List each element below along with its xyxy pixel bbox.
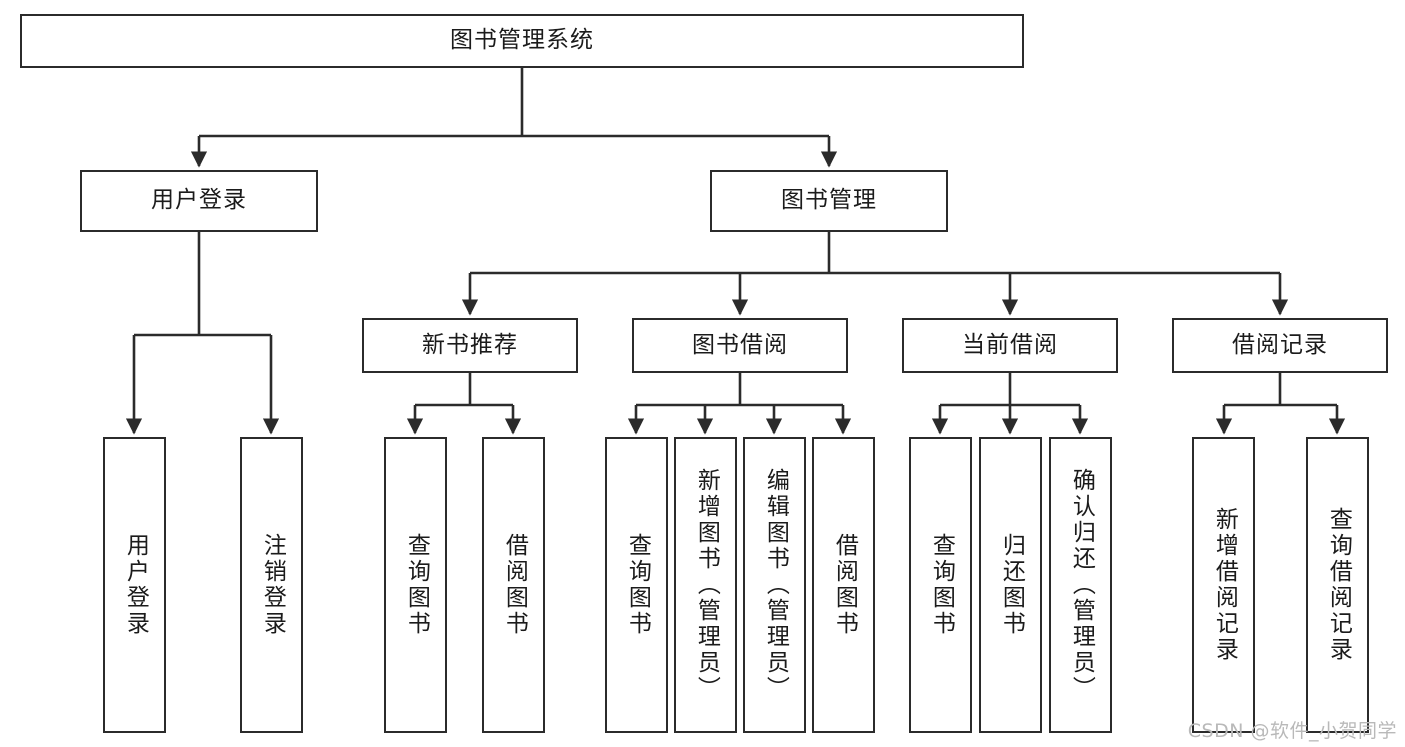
csdn-watermark: CSDN @软件_小贺同学 [1187,720,1397,742]
node-label: 用户登录 [151,187,247,214]
node-label: 图书管理 [781,187,877,214]
node-label: 借阅图书 [501,533,528,637]
leaf-book-borrow-add-book-admin[interactable]: 新增图书（管理员） [674,437,737,733]
node-label: 确认归还（管理员） [1068,468,1095,702]
leaf-borrow-record-query-record[interactable]: 查询借阅记录 [1306,437,1369,733]
node-book-borrow[interactable]: 图书借阅 [632,318,848,373]
leaf-new-book-query-book[interactable]: 查询图书 [384,437,447,733]
leaf-book-borrow-edit-book-admin[interactable]: 编辑图书（管理员） [743,437,806,733]
node-root-book-management-system[interactable]: 图书管理系统 [20,14,1024,68]
node-label: 查询图书 [928,533,955,637]
node-label: 查询借阅记录 [1325,507,1352,663]
node-label: 新增借阅记录 [1211,507,1238,663]
node-new-book-recommend[interactable]: 新书推荐 [362,318,578,373]
node-label: 用户登录 [122,533,149,637]
node-book-management[interactable]: 图书管理 [710,170,948,232]
leaf-current-borrow-query-book[interactable]: 查询图书 [909,437,972,733]
node-label: 新书推荐 [422,331,518,358]
node-label: 借阅图书 [831,533,858,637]
leaf-book-borrow-borrow-book[interactable]: 借阅图书 [812,437,875,733]
node-label: 编辑图书（管理员） [762,468,789,702]
leaf-current-borrow-return-book[interactable]: 归还图书 [979,437,1042,733]
leaf-book-borrow-query-book[interactable]: 查询图书 [605,437,668,733]
leaf-current-borrow-confirm-return-admin[interactable]: 确认归还（管理员） [1049,437,1112,733]
node-label: 归还图书 [998,533,1025,637]
node-label: 图书借阅 [692,331,788,358]
node-label: 查询图书 [403,533,430,637]
node-label: 图书管理系统 [450,27,594,54]
node-label: 查询图书 [624,533,651,637]
node-label: 新增图书（管理员） [693,468,720,702]
leaf-borrow-record-add-record[interactable]: 新增借阅记录 [1192,437,1255,733]
node-borrow-record[interactable]: 借阅记录 [1172,318,1388,373]
node-label: 当前借阅 [962,331,1058,358]
leaf-user-login-logout[interactable]: 注销登录 [240,437,303,733]
leaf-new-book-borrow-book[interactable]: 借阅图书 [482,437,545,733]
node-label: 注销登录 [259,533,286,637]
node-current-borrow[interactable]: 当前借阅 [902,318,1118,373]
node-label: 借阅记录 [1232,331,1328,358]
leaf-user-login-login[interactable]: 用户登录 [103,437,166,733]
node-user-login[interactable]: 用户登录 [80,170,318,232]
